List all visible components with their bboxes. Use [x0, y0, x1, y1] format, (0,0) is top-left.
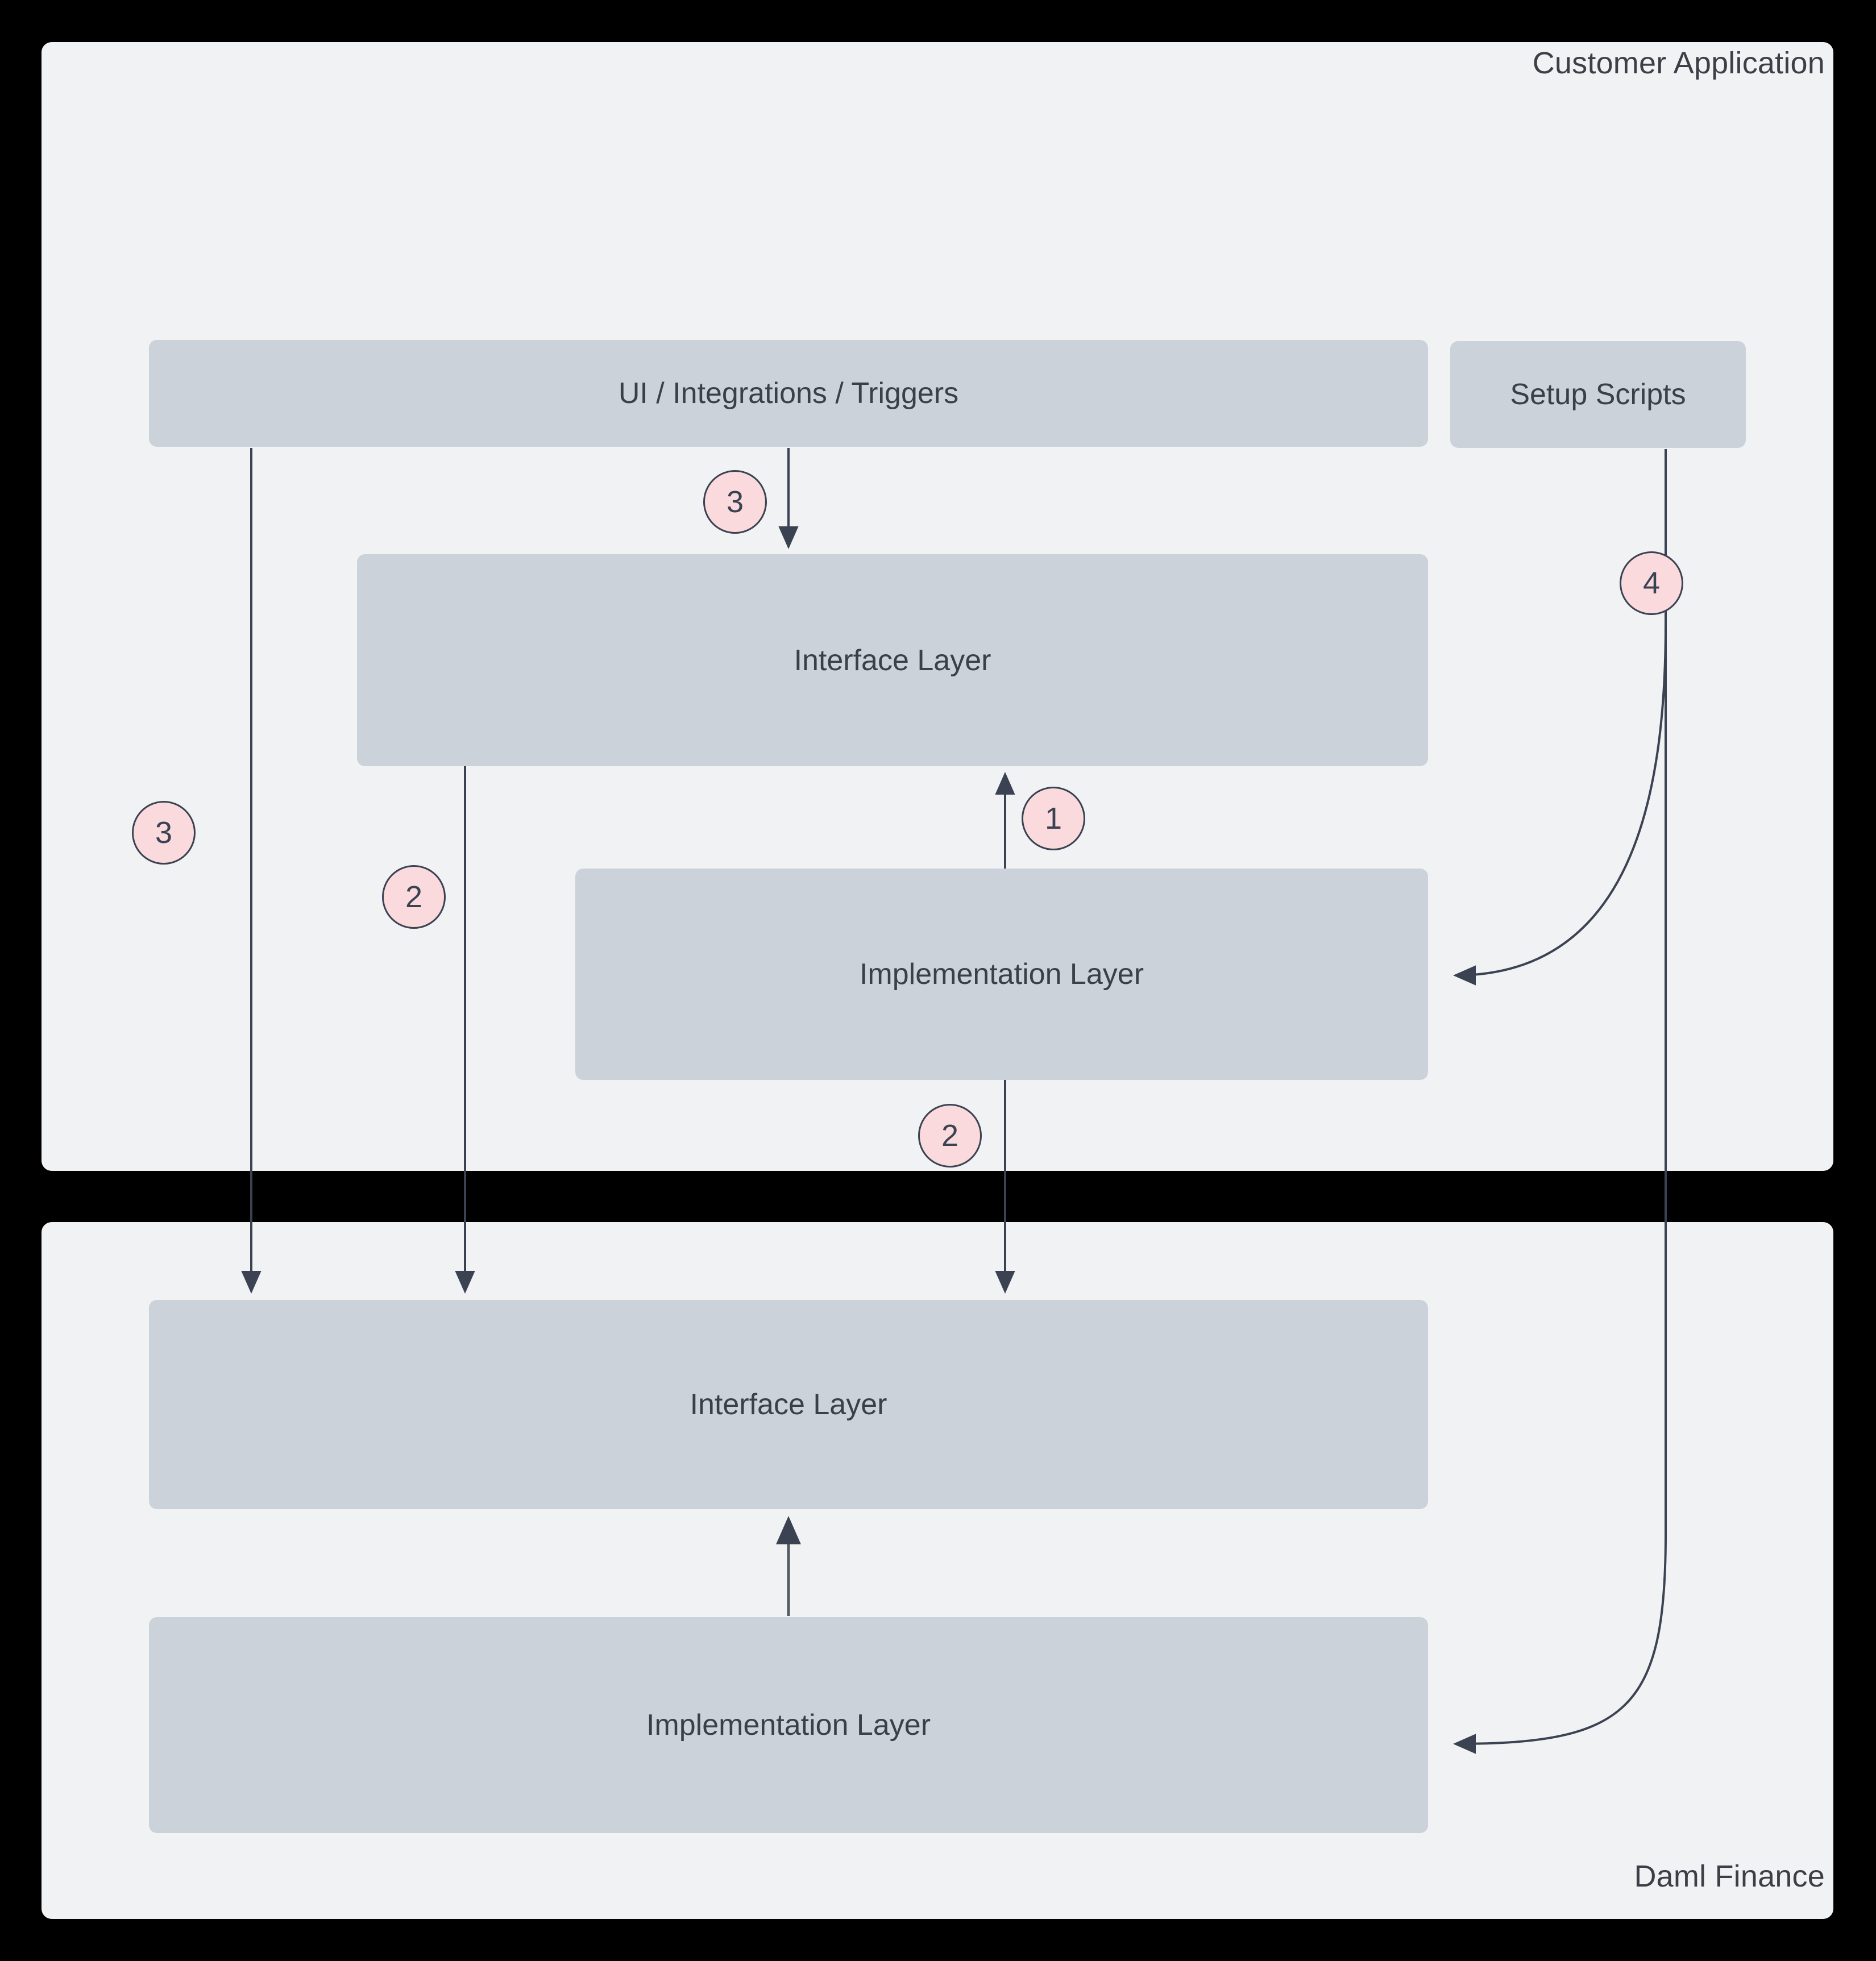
- node-app-implementation-layer[interactable]: Implementation Layer: [575, 869, 1428, 1080]
- edge-badge-3-ui-to-app-interface: 3: [703, 470, 767, 534]
- node-daml-implementation-layer[interactable]: Implementation Layer: [149, 1617, 1428, 1833]
- node-daml-interface-layer[interactable]: Interface Layer: [149, 1300, 1428, 1509]
- node-app-interface-layer[interactable]: Interface Layer: [357, 554, 1428, 766]
- container-label-daml-finance: Daml Finance: [1634, 1859, 1825, 1893]
- edge-badge-1-app-impl-to-interface: 1: [1022, 787, 1085, 850]
- container-label-customer-application: Customer Application: [1532, 46, 1825, 80]
- node-setup-scripts[interactable]: Setup Scripts: [1450, 341, 1746, 448]
- edge-badge-2-app-interface-to-daml: 2: [382, 865, 446, 929]
- edge-badge-3-ui-to-daml-interface: 3: [132, 801, 196, 865]
- edge-badge-4-setup-scripts: 4: [1620, 551, 1683, 615]
- edge-badge-2-app-impl-to-daml: 2: [918, 1104, 982, 1168]
- node-ui-integrations-triggers[interactable]: UI / Integrations / Triggers: [149, 340, 1428, 447]
